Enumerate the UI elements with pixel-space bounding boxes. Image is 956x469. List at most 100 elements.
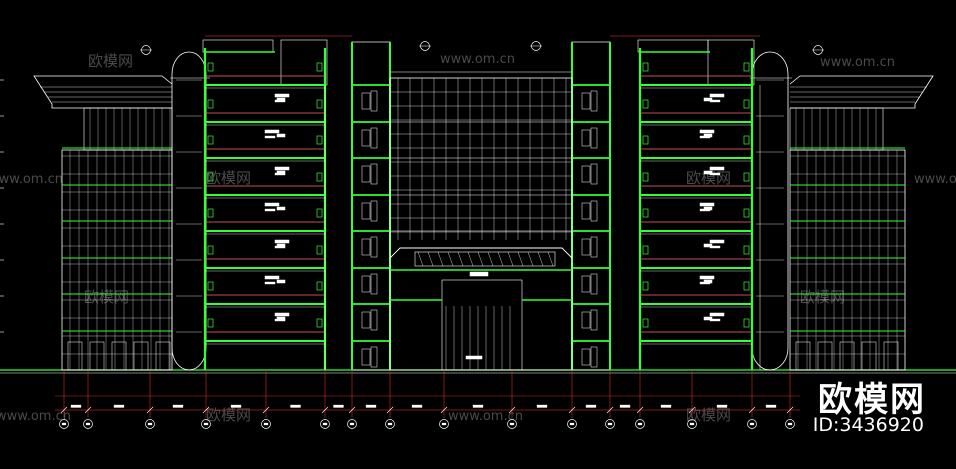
room-label	[264, 135, 276, 139]
dimension-text	[230, 404, 242, 408]
wall-tick	[316, 99, 323, 109]
axis-bubble-label	[322, 422, 328, 426]
wall-tick	[642, 172, 649, 182]
door-opening	[590, 346, 598, 368]
wall-tick	[642, 318, 649, 328]
wall-tick	[316, 318, 323, 328]
room-label	[264, 281, 276, 285]
door-opening	[370, 346, 378, 368]
room-label	[703, 170, 713, 175]
dimension-text	[716, 404, 728, 408]
stair-flight	[581, 311, 591, 329]
axis-bubble-label	[61, 422, 67, 426]
door-opening	[590, 90, 598, 112]
room-label	[703, 279, 713, 284]
axis-bubbles	[59, 41, 824, 429]
wall-tick	[316, 172, 323, 182]
room-label	[264, 208, 276, 212]
dimension-text	[113, 404, 125, 408]
axis-bubble-label	[441, 422, 447, 426]
axis-bubble	[687, 419, 697, 429]
axis-bubble-label	[387, 422, 393, 426]
wall-tick	[207, 281, 214, 291]
room-label	[276, 170, 286, 175]
axis-bubble-label	[85, 422, 91, 426]
wall-tick	[207, 208, 214, 218]
truss-web	[437, 251, 444, 267]
ground-opening	[861, 341, 877, 371]
stair-flight	[361, 275, 371, 293]
watermark-site: www.om.cn	[0, 409, 71, 424]
watermark-site: www.om.cn	[0, 172, 63, 187]
wall-tick	[207, 99, 214, 109]
dimension-tick	[321, 406, 329, 414]
watermark-site: www.om.cn	[448, 409, 523, 424]
room-label	[703, 97, 713, 102]
truss-web	[497, 251, 504, 267]
dimension-tick	[262, 406, 270, 414]
canopy-truss	[414, 251, 556, 267]
truss-web	[527, 251, 534, 267]
entrance-canopy	[389, 247, 573, 259]
door-opening	[590, 309, 598, 331]
wall-tick	[316, 135, 323, 145]
room-label	[276, 279, 286, 284]
axis-bubble	[385, 419, 395, 429]
wall-tick	[316, 245, 323, 255]
truss-web	[507, 251, 514, 267]
wall-tick	[743, 135, 750, 145]
dimension-text	[70, 404, 82, 408]
room-label	[699, 275, 715, 280]
stair-flight	[581, 129, 591, 147]
wall-tick	[207, 135, 214, 145]
side-wing-elevations	[33, 51, 934, 371]
brand-logo: 欧模网	[818, 380, 926, 420]
wall-tick	[207, 172, 214, 182]
truss-web	[547, 251, 554, 267]
wall-tick	[207, 245, 214, 255]
dimension-tick	[146, 406, 154, 414]
wall-tick	[743, 99, 750, 109]
wall-tick	[642, 62, 649, 72]
door-opening	[590, 127, 598, 149]
center-block-elevation	[389, 71, 573, 371]
room-label	[699, 202, 715, 207]
axis-bubble	[439, 419, 449, 429]
truss-web	[417, 251, 424, 267]
door-opening	[370, 127, 378, 149]
lobby-label	[469, 271, 489, 277]
dimension-text	[172, 404, 184, 408]
dimension-tick	[636, 406, 644, 414]
ground-opening	[67, 341, 83, 371]
room-label	[709, 93, 725, 98]
dimension-tick	[568, 406, 576, 414]
room-label	[264, 275, 280, 280]
dimension-tick	[60, 406, 68, 414]
axis-bubble	[59, 419, 69, 429]
axis-bubble	[83, 419, 93, 429]
wall-tick	[207, 318, 214, 328]
dimension-tick	[386, 406, 394, 414]
axis-bubble-label	[569, 422, 575, 426]
dimension-tick	[202, 406, 210, 414]
axis-bubble-label	[263, 422, 269, 426]
stair-flight	[581, 238, 591, 256]
wall-tick	[743, 318, 750, 328]
stair-flight	[581, 92, 591, 110]
room-label	[276, 133, 286, 138]
stair-flight	[581, 348, 591, 366]
axis-bubble	[567, 419, 577, 429]
truss-web	[487, 251, 494, 267]
room-label	[703, 243, 713, 248]
dimension-text	[619, 404, 631, 408]
truss-web	[427, 251, 434, 267]
axis-bubble-label	[749, 422, 755, 426]
axis-bubble-label	[147, 422, 153, 426]
axis-bubble	[507, 419, 517, 429]
ground-opening	[817, 341, 833, 371]
dimension-text	[333, 404, 344, 408]
watermark-site: www.om.cn	[820, 55, 895, 70]
ground-opening	[133, 341, 149, 371]
room-label	[276, 206, 286, 211]
truss-web	[537, 251, 544, 267]
